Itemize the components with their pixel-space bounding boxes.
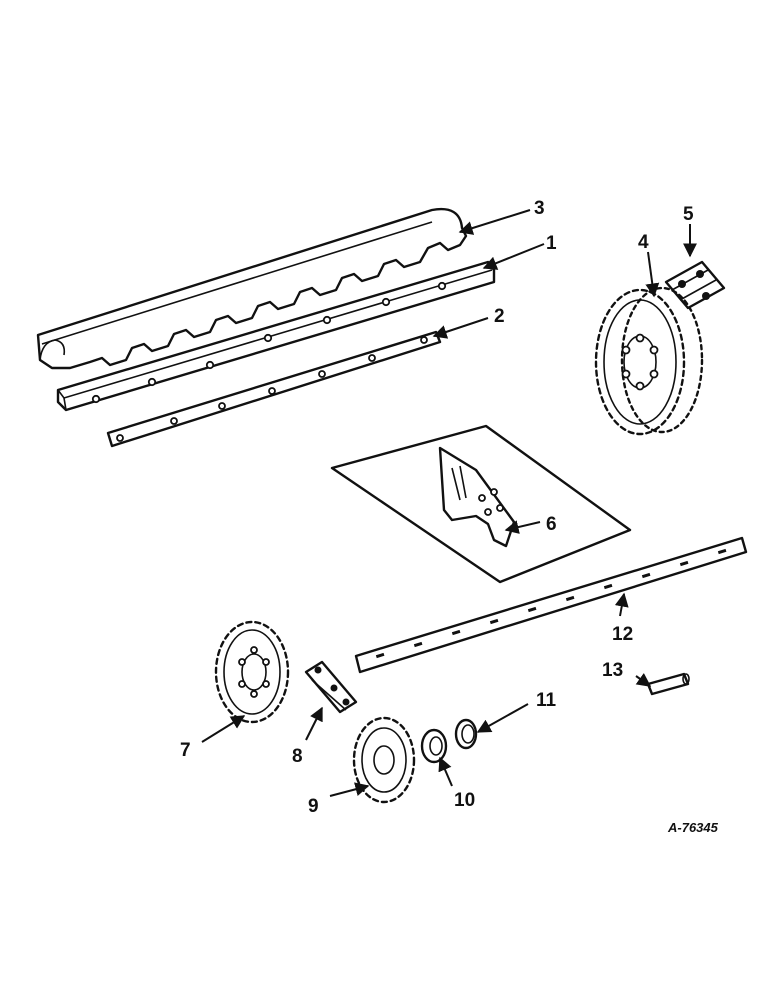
part-11-ring bbox=[454, 718, 478, 750]
callout-6: 6 bbox=[546, 514, 557, 535]
part-2-flat-strip bbox=[106, 330, 442, 448]
callout-1: 1 bbox=[546, 233, 557, 254]
callout-11: 11 bbox=[536, 690, 557, 711]
callout-3: 3 bbox=[534, 198, 545, 219]
part-1-angle-strip bbox=[56, 260, 496, 412]
part-7-sprocket bbox=[214, 620, 290, 724]
callout-9: 9 bbox=[308, 796, 319, 817]
part-13-pin bbox=[646, 672, 690, 696]
callout-10: 10 bbox=[454, 790, 475, 811]
callout-5: 5 bbox=[683, 204, 694, 225]
part-3-cover-plate bbox=[36, 207, 468, 370]
part-6-bracket bbox=[330, 424, 632, 584]
callout-12: 12 bbox=[612, 624, 633, 645]
part-5-chain-link bbox=[664, 260, 726, 310]
leader-lines bbox=[201, 209, 697, 797]
part-8-chain-link bbox=[304, 660, 358, 714]
figure-id: A-76345 bbox=[667, 820, 719, 835]
part-12-slotted-bar bbox=[354, 536, 748, 674]
callout-7: 7 bbox=[180, 740, 191, 761]
callout-8: 8 bbox=[292, 746, 303, 767]
part-10-bearing bbox=[420, 728, 448, 764]
callout-4: 4 bbox=[638, 232, 649, 253]
part-9-small-sprocket bbox=[352, 716, 416, 804]
callout-labels: 1 2 3 4 5 6 7 8 9 10 11 12 13 bbox=[180, 198, 694, 817]
callout-2: 2 bbox=[494, 306, 505, 327]
part-4-large-sprocket bbox=[594, 286, 704, 436]
callout-13: 13 bbox=[602, 660, 623, 681]
